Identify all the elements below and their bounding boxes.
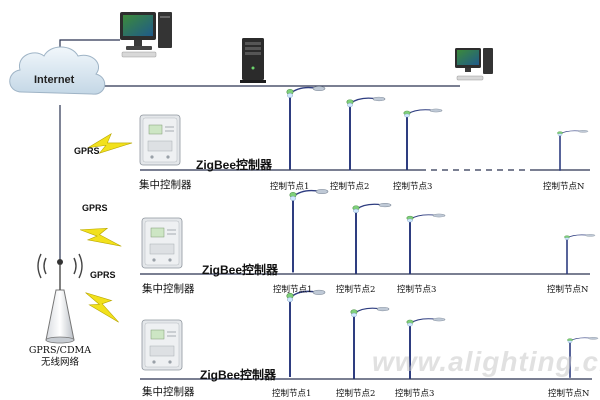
node-label-2: 控制节点2: [336, 389, 376, 399]
street-lamp-icon: [288, 188, 329, 274]
node-label-n: 控制节点N: [543, 182, 585, 192]
node-label-1: 控制节点1: [270, 182, 310, 192]
concentrator-label: 集中控制器: [142, 386, 195, 398]
zigbee-controller-label: ZigBee控制器: [202, 263, 279, 277]
control-row-1: [139, 85, 590, 172]
street-lamp-icon: [405, 212, 446, 275]
control-row-2: [140, 188, 596, 275]
node-label-2: 控制节点2: [336, 285, 376, 295]
node-label-1: 控制节点1: [273, 285, 313, 295]
lightning-bolt-icon: [80, 285, 127, 325]
desktop-computer-icon: [120, 12, 172, 58]
concentrator-label: 集中控制器: [139, 179, 192, 191]
control-row-3: [140, 289, 599, 380]
node-label-3: 控制节点3: [393, 182, 433, 192]
electric-meter-icon: [141, 217, 183, 269]
street-lamp-icon: [285, 85, 326, 171]
node-label-n: 控制节点N: [547, 285, 589, 295]
gprs-label: GPRS: [82, 203, 108, 213]
internet-label: Internet: [34, 74, 75, 86]
wireless-network-label-line2: 无线网络: [40, 357, 79, 368]
street-lamp-icon: [285, 289, 326, 378]
node-label-1: 控制节点1: [272, 389, 312, 399]
node-label-2: 控制节点2: [330, 182, 370, 192]
gprs-label: GPRS: [74, 146, 100, 156]
antenna-tower-icon: [37, 253, 83, 344]
gprs-label: GPRS: [90, 270, 116, 280]
desktop-computer-icon: [455, 48, 493, 81]
server-tower-icon: [240, 38, 266, 83]
street-lamp-icon: [345, 96, 386, 172]
street-lamp-icon: [402, 107, 443, 171]
electric-meter-icon: [139, 114, 181, 166]
street-lamp-icon: [556, 129, 589, 172]
street-lamp-icon: [563, 233, 596, 275]
node-label-3: 控制节点3: [397, 285, 437, 295]
wireless-network-label-line1: GPRS/CDMA: [28, 345, 92, 356]
watermark: www.alighting.cn: [372, 346, 600, 377]
concentrator-label: 集中控制器: [142, 283, 195, 295]
node-label-n: 控制节点N: [548, 389, 590, 399]
zigbee-controller-label: ZigBee控制器: [200, 368, 277, 382]
lightning-bolt-icon: [77, 221, 125, 249]
cloud-icon: [9, 46, 106, 95]
wireless-network-label: GPRS/CDMA 无线网络: [20, 345, 100, 369]
electric-meter-icon: [141, 319, 183, 371]
zigbee-controller-label: ZigBee控制器: [196, 158, 273, 172]
street-lamp-icon: [351, 202, 392, 275]
node-label-3: 控制节点3: [395, 389, 435, 399]
